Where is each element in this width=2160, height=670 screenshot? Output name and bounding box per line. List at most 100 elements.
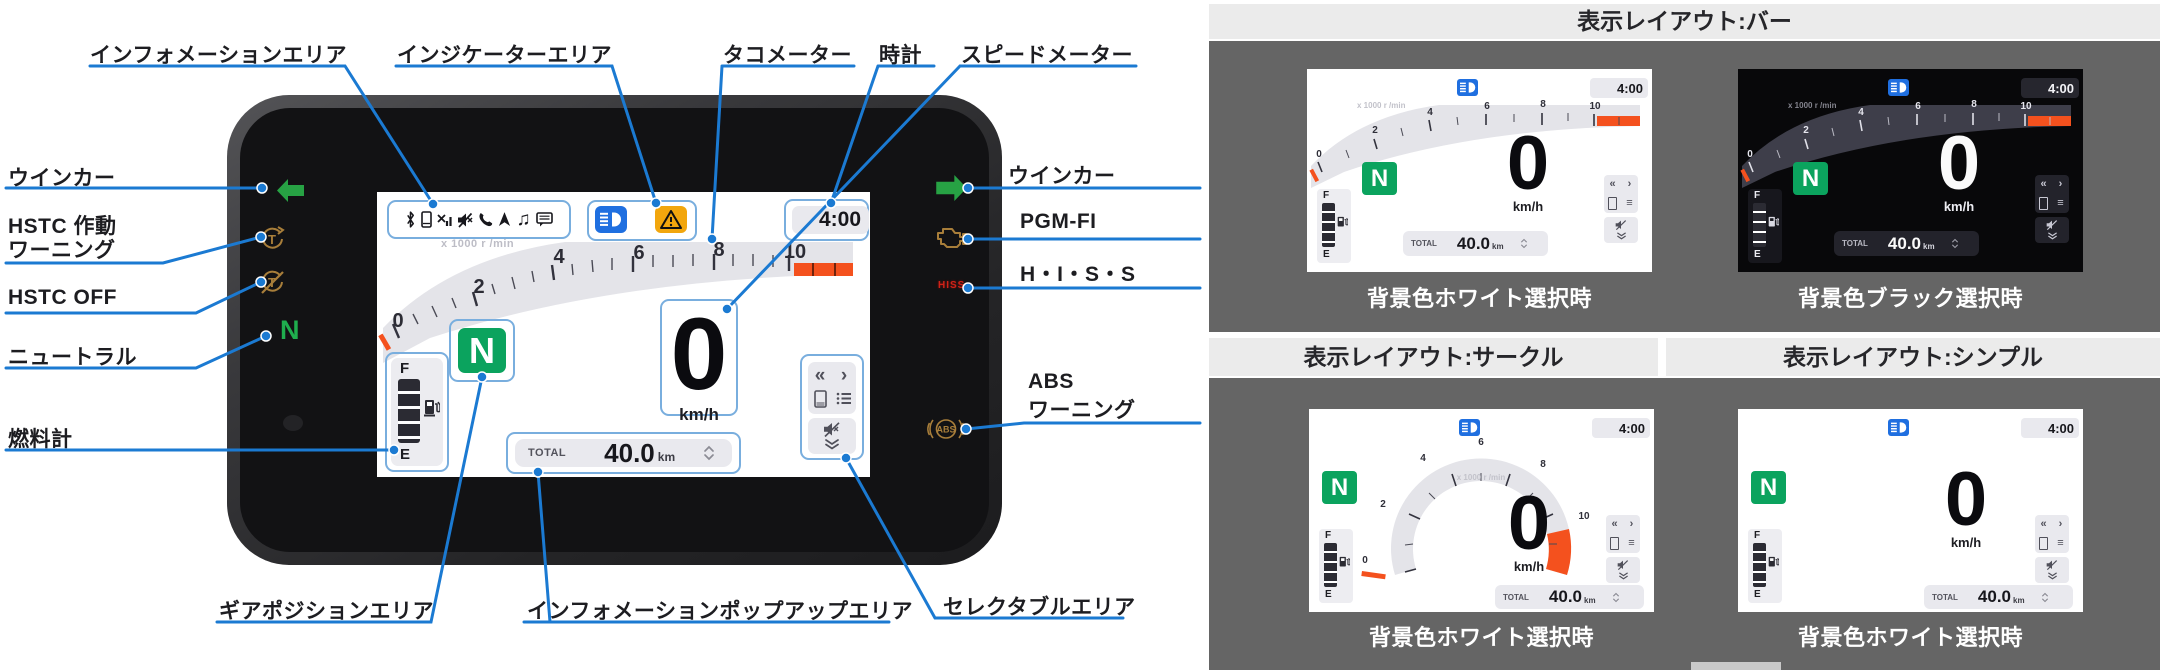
callout-gear-position-area: ギアポジションエリア: [219, 600, 434, 623]
callout-hstc-off: HSTC OFF: [8, 286, 117, 309]
tach-number-10: 10: [783, 241, 807, 263]
turn-signal-left-icon: [277, 179, 304, 202]
callout-info-popup-area: インフォメーションポップアップエリア: [527, 600, 913, 623]
mini-selectable-area: « › ≡: [1604, 175, 1638, 243]
selectable-top-button[interactable]: « ›: [808, 362, 856, 414]
caption-circle-white: 背景色ホワイト選択時: [1368, 625, 1594, 650]
mini-odometer-row[interactable]: TOTAL 40.0 km: [1495, 585, 1644, 609]
meter-diagram: T T N HISS ABS: [4, 44, 1202, 624]
mini-tachometer-band: [1309, 105, 1640, 188]
svg-text:ABS: ABS: [936, 425, 955, 435]
mini-odometer-row[interactable]: TOTAL 40.0 km: [1924, 585, 2073, 609]
mini-tach-8: 8: [1540, 459, 1546, 470]
mini-tach-8: 8: [1971, 99, 1977, 110]
panel-header-bar: 表示レイアウト:バー: [1209, 4, 2160, 39]
mini-fuel-pump-icon: [1768, 216, 1779, 227]
mini-odometer-value: 40.0: [1548, 587, 1583, 606]
selectable-bottom-button[interactable]: [808, 418, 856, 454]
tach-number-6: 6: [633, 242, 645, 264]
list-icon: [836, 392, 852, 410]
forward-icon: ›: [1627, 178, 1632, 190]
callout-hstc-warning-line1: HSTC 作動: [8, 215, 117, 238]
mini-selectable-bottom-button[interactable]: [1604, 217, 1638, 243]
message-icon: [535, 212, 553, 227]
mini-gear-badge: N: [1322, 471, 1357, 504]
clock-area: 4:00: [784, 199, 869, 241]
odometer-label: TOTAL: [528, 447, 567, 459]
mini-selectable-top-button[interactable]: « › ≡: [1604, 175, 1638, 213]
mini-odometer-label: TOTAL: [1411, 239, 1437, 248]
mini-selectable-top-button[interactable]: « › ≡: [2035, 515, 2069, 553]
caption-bar-white: 背景色ホワイト選択時: [1366, 286, 1592, 311]
panel-header-simple: 表示レイアウト:シンプル: [1666, 338, 2160, 376]
odometer-row[interactable]: TOTAL 40.0 km: [515, 438, 732, 468]
mini-fuel-pump-icon: [1337, 216, 1348, 227]
mini-selectable-top-button[interactable]: « › ≡: [1606, 515, 1640, 553]
mini-speed-unit: km/h: [1943, 198, 1975, 214]
speaker-mute-icon: [457, 212, 473, 228]
mini-tach-10: 10: [1589, 101, 1601, 112]
speed-unit: km/h: [679, 405, 719, 424]
mini-odometer-unit: km: [1584, 595, 1596, 605]
bluetooth-icon: [405, 211, 416, 228]
mini-tach-10: 10: [1578, 511, 1590, 522]
double-chevron-down-icon: [1618, 572, 1628, 580]
mini-selectable-bottom-button[interactable]: [2035, 557, 2069, 583]
phone-screen-icon: [1608, 197, 1617, 210]
meter-screen: x 1000 r /min 0 2 4 6 8 10: [377, 192, 870, 477]
mini-tach-unit: x 1000 r /min: [1788, 101, 1837, 110]
mini-selectable-top-button[interactable]: « › ≡: [2035, 175, 2069, 213]
mini-fuel-pump-icon: [1339, 556, 1350, 567]
mute-icon: [1617, 560, 1629, 570]
forward-icon: ›: [1629, 518, 1634, 530]
mini-fuel-bar: [1324, 543, 1337, 587]
indicator-area: [587, 200, 697, 241]
mini-speed-unit: km/h: [1513, 558, 1545, 574]
fuel-pump-icon: [424, 400, 440, 417]
mini-odometer-stepper-icon: [2041, 592, 2048, 602]
mini-odometer-label: TOTAL: [1503, 592, 1529, 602]
odometer-stepper-icon[interactable]: [703, 444, 715, 462]
mini-fuel-empty: E: [1323, 249, 1330, 260]
mini-selectable-bottom-button[interactable]: [1606, 557, 1640, 583]
mini-fuel-empty: E: [1325, 589, 1332, 600]
mini-selectable-bottom-button[interactable]: [2035, 217, 2069, 243]
mini-screen-simple-white: 4:00 N 0 km/h F E TOTAL 40.0 km: [1738, 409, 2083, 612]
mini-odometer-stepper-icon: [1951, 238, 1958, 249]
mute-icon: [1615, 220, 1627, 230]
mini-tach-6: 6: [1915, 101, 1921, 112]
callout-hiss: H・I・S・S: [1020, 263, 1136, 286]
mini-high-beam-indicator: [1888, 419, 1909, 436]
smartphone-icon: [421, 211, 433, 228]
fuel-gauge-area: F E: [385, 352, 449, 472]
speedometer-area: 0 km/h: [660, 299, 738, 424]
mini-gear-badge: N: [1793, 162, 1828, 195]
pgm-fi-engine-icon: [937, 228, 967, 248]
fuel-full-label: F: [400, 360, 410, 377]
mini-fuel-pump-icon: [1768, 556, 1779, 567]
mini-odometer-row[interactable]: TOTAL 40.0 km: [1403, 231, 1548, 256]
neutral-telltale: N: [280, 315, 300, 345]
fuel-level-bar: [398, 379, 420, 443]
phone-screen-icon: [2039, 537, 2048, 550]
mini-odometer-unit: km: [2013, 595, 2025, 605]
back-icon: «: [2040, 518, 2047, 530]
mini-selectable-area: « › ≡: [2035, 175, 2069, 243]
mini-fuel-gauge: F E: [1748, 529, 1782, 603]
list-icon: ≡: [2057, 197, 2064, 209]
mini-fuel-gauge: F E: [1319, 529, 1353, 603]
mini-odometer-unit: km: [1923, 242, 1935, 251]
callout-selectable-area: セレクタブルエリア: [943, 596, 1136, 619]
mini-gear-badge: N: [1362, 162, 1397, 195]
tach-number-8: 8: [713, 239, 725, 261]
bottom-cut-header: [1691, 662, 1781, 670]
mini-odometer-value: 40.0: [1977, 587, 2012, 606]
back-icon: «: [2040, 178, 2047, 190]
callout-indicator-area: インジケーターエリア: [397, 44, 612, 67]
mute-icon: [824, 422, 840, 437]
mini-odometer-row[interactable]: TOTAL 40.0 km: [1834, 231, 1979, 256]
callout-info-area: インフォメーションエリア: [90, 44, 347, 67]
mini-fuel-bar: [1753, 203, 1766, 247]
list-icon: ≡: [2057, 537, 2064, 549]
mini-tach-4: 4: [1858, 107, 1864, 118]
